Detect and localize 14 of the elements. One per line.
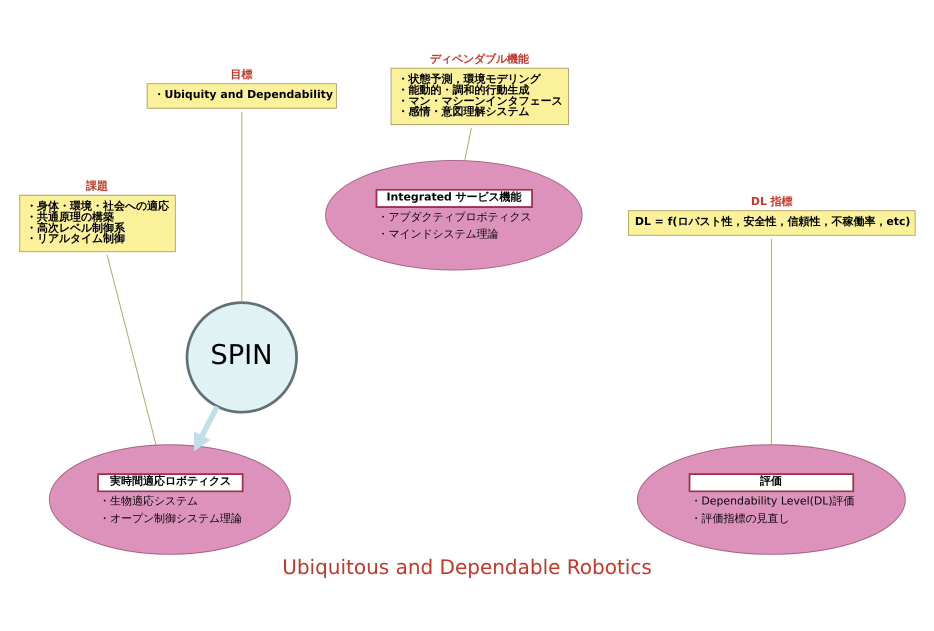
node-ellipse: 評価 ・Dependability Level(DL)評価 ・評価指標の見直し bbox=[637, 444, 906, 554]
connector bbox=[464, 127, 472, 161]
node-label: DL 指標 bbox=[750, 194, 793, 208]
node-ellipse: Integrated サービス機能 ・アブダクティブロボティクス ・マインドシステム理論 bbox=[325, 160, 582, 270]
connector bbox=[106, 254, 157, 445]
connector bbox=[770, 238, 772, 445]
connector bbox=[241, 110, 242, 303]
node-label: 目標 bbox=[230, 67, 252, 80]
caption: Ubiquitous and Dependable Robotics bbox=[282, 554, 652, 578]
node-label: ディペンダブル機能 bbox=[430, 52, 530, 65]
node-ellipse: 実時間適応ロボティクス ・生物適応システム ・オープン制御システム理論 bbox=[48, 444, 291, 554]
node-circle: SPIN bbox=[186, 300, 298, 414]
arrow bbox=[194, 404, 220, 451]
node-label: 課題 bbox=[86, 178, 108, 192]
